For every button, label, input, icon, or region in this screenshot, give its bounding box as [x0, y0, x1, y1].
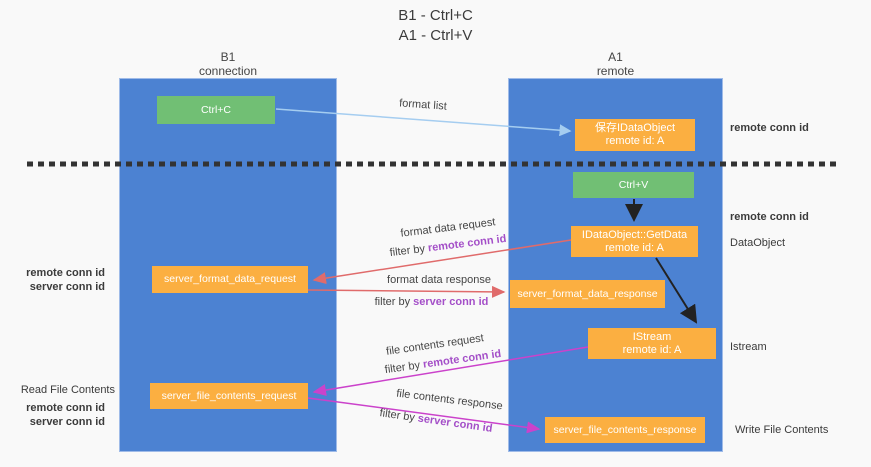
diagram-title: B1 - Ctrl+C A1 - Ctrl+V — [0, 6, 871, 46]
node-istream: IStream remote id: A — [588, 328, 716, 359]
lane-a1-role: remote — [596, 64, 635, 78]
title-line-1: B1 - Ctrl+C — [398, 7, 473, 24]
node-server-format-data-request: server_format_data_request — [152, 266, 308, 293]
node-ctrl-v: Ctrl+V — [573, 172, 694, 198]
lane-header-b1: B1 connection — [119, 50, 337, 78]
node-idataobject-getdata: IDataObject::GetData remote id: A — [571, 226, 698, 257]
left-label-read-file-contents: Read File Contents — [20, 384, 115, 396]
filter-by-text-1: filter by — [389, 242, 426, 260]
node-ctrl-v-label: Ctrl+V — [618, 178, 649, 191]
remote-conn-id-text-2: remote conn id — [422, 347, 502, 371]
edge-label-filter-server-conn-1: filter by server conn id — [374, 296, 489, 308]
right-label-istream: Istream — [730, 341, 767, 353]
lane-b1-role: connection — [198, 64, 258, 78]
edge-label-format-list: format list — [398, 97, 448, 113]
lane-a1-name: A1 — [608, 50, 623, 64]
node-save-idataobject-line2: remote id: A — [605, 135, 665, 147]
node-server-file-contents-response-label: server_file_contents_response — [553, 423, 697, 436]
node-server-format-data-request-label: server_format_data_request — [164, 273, 296, 285]
right-label-remote-conn-id-top: remote conn id — [730, 122, 809, 134]
node-server-file-contents-response: server_file_contents_response — [545, 417, 705, 443]
node-save-idataobject: 保存IDataObject remote id: A — [575, 119, 695, 151]
left-label-server-conn-id-2: server conn id — [29, 416, 105, 428]
left-label-remote-conn-id-2: remote conn id — [26, 402, 105, 414]
lane-b1-name: B1 — [220, 50, 236, 64]
node-istream-line1: IStream — [632, 330, 672, 343]
left-label-server-conn-id-1: server conn id — [29, 281, 105, 293]
right-label-write-file-contents: Write File Contents — [735, 424, 829, 436]
node-server-format-data-response: server_format_data_response — [510, 280, 665, 308]
filter-by-text-4: filter by — [378, 407, 416, 424]
node-server-file-contents-request-label: server_file_contents_request — [161, 389, 297, 402]
lane-header-a1: A1 remote — [508, 50, 723, 78]
right-label-dataobject: DataObject — [730, 237, 786, 249]
right-label-remote-conn-id-mid: remote conn id — [730, 211, 809, 223]
node-ctrl-c: Ctrl+C — [157, 96, 275, 124]
node-istream-line2: remote id: A — [622, 343, 682, 356]
filter-by-text-2: filter by — [374, 296, 411, 308]
title-line-2: A1 - Ctrl+V — [398, 27, 473, 44]
node-ctrl-c-label: Ctrl+C — [200, 103, 232, 116]
edge-label-filter-server-conn-2: filter by server conn id — [376, 407, 497, 436]
node-save-idataobject-line1: 保存IDataObject — [594, 122, 676, 134]
server-conn-id-text-1: server conn id — [413, 296, 489, 308]
remote-conn-id-text-1: remote conn id — [427, 232, 507, 255]
edge-label-format-data-response: format data response — [387, 274, 491, 286]
left-label-remote-conn-id-1: remote conn id — [26, 267, 105, 279]
node-server-file-contents-request: server_file_contents_request — [150, 383, 308, 409]
filter-by-text-3: filter by — [384, 359, 421, 377]
node-getdata-line2: remote id: A — [605, 241, 664, 254]
arrow-format-data-response — [307, 285, 506, 298]
server-conn-id-text-2: server conn id — [416, 412, 494, 435]
edge-label-file-contents-response: file contents response — [395, 387, 504, 413]
node-getdata-line1: IDataObject::GetData — [581, 228, 688, 241]
node-server-format-data-response-label: server_format_data_response — [517, 287, 658, 300]
